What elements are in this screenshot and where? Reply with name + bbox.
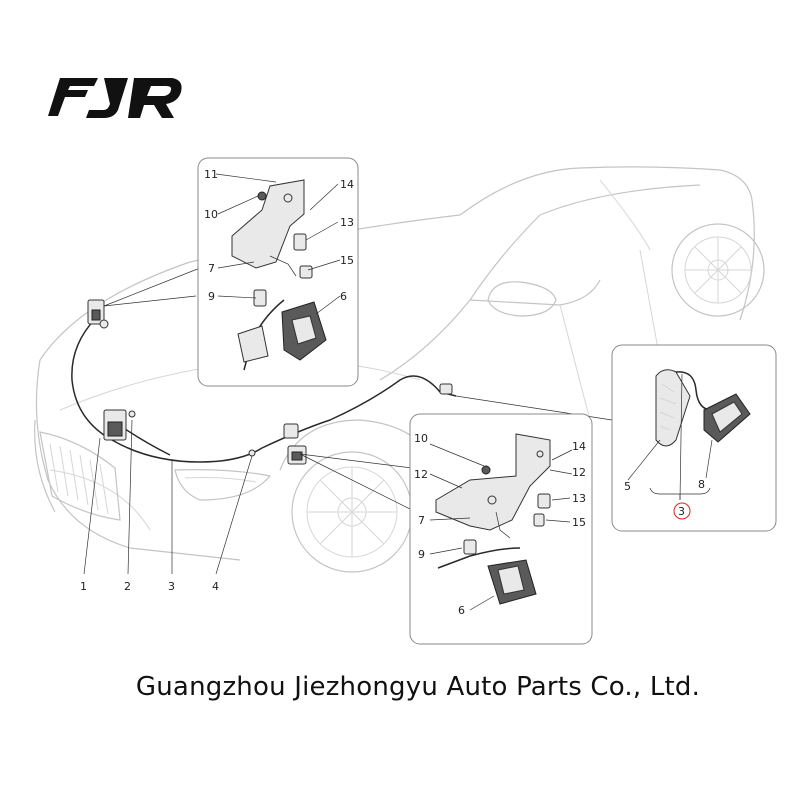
bottom-callout-6: 6: [458, 604, 465, 617]
bottom-callout-15: 15: [572, 516, 586, 529]
callout-4: 4: [212, 580, 219, 593]
bottom-callout-13: 13: [572, 492, 586, 505]
latch-right: [283, 423, 307, 465]
company-name: Guangzhou Jiezhongyu Auto Parts Co., Ltd…: [135, 672, 701, 702]
latch-center: [103, 409, 136, 441]
detail-panel-top: [197, 157, 359, 387]
callout-1: 1: [80, 580, 87, 593]
callout-3: 3: [168, 580, 175, 593]
bottom-callout-10: 10: [414, 432, 428, 445]
right-callout-8: 8: [698, 478, 705, 491]
latch-left: [87, 299, 109, 329]
cable-end: [439, 383, 453, 395]
top-callout-7: 7: [208, 262, 215, 275]
top-callout-9: 9: [208, 290, 215, 303]
top-callout-10: 10: [204, 208, 218, 221]
bottom-callout-12-right: 12: [572, 466, 586, 479]
top-callout-6: 6: [340, 290, 347, 303]
bottom-callout-7: 7: [418, 514, 425, 527]
bottom-callout-14: 14: [572, 440, 586, 453]
bottom-callout-12-left: 12: [414, 468, 428, 481]
detail-panel-bottom: [409, 413, 593, 645]
top-callout-14: 14: [340, 178, 354, 191]
callout-2: 2: [124, 580, 131, 593]
top-callout-11: 11: [204, 168, 218, 181]
cable-clip: [248, 449, 256, 457]
brand-logo: [48, 78, 182, 118]
top-callout-15: 15: [340, 254, 354, 267]
top-callout-13: 13: [340, 216, 354, 229]
bottom-callout-9: 9: [418, 548, 425, 561]
right-callout-3: 3: [678, 505, 685, 518]
right-callout-5: 5: [624, 480, 631, 493]
detail-panel-right: [611, 344, 777, 532]
main-leader-lines: [83, 419, 253, 575]
highlight-circle: [673, 502, 691, 520]
